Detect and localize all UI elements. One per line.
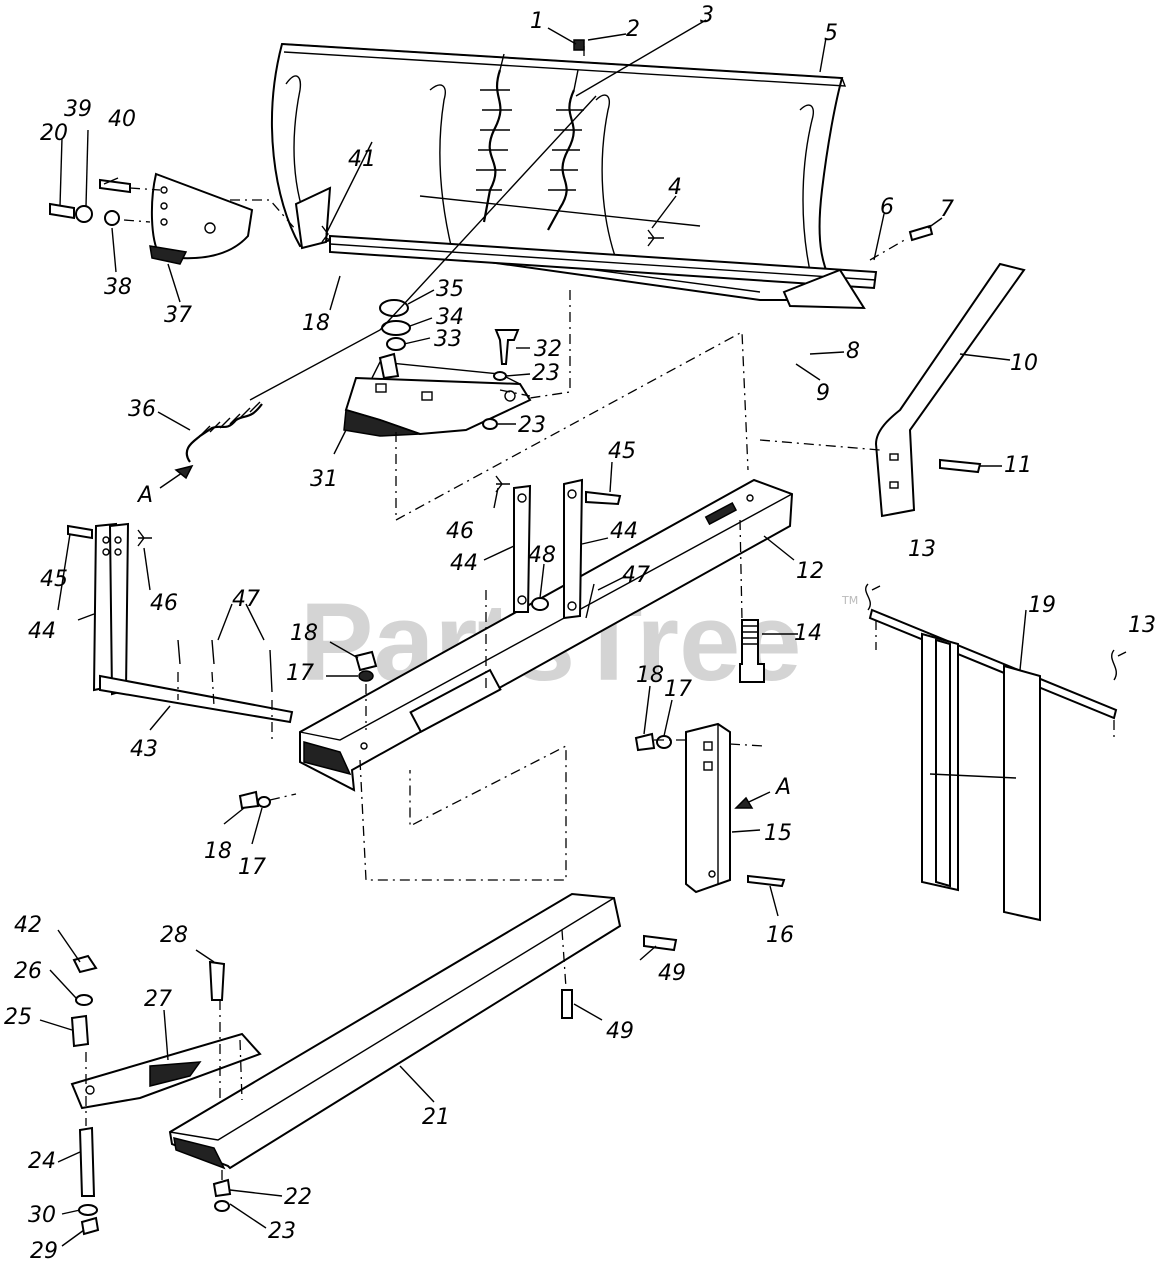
callout-37: 37 <box>164 303 192 328</box>
callout-23c: 23 <box>268 1219 296 1244</box>
callout-24: 24 <box>28 1149 56 1174</box>
callout-25: 25 <box>4 1005 32 1030</box>
callout-49b: 49 <box>606 1019 634 1044</box>
push-frame <box>299 478 794 792</box>
callout-35: 35 <box>436 277 464 302</box>
callout-14: 14 <box>794 621 822 646</box>
callout-23b: 23 <box>518 413 546 438</box>
pivot-plate <box>343 361 532 437</box>
assembly-lines <box>85 40 1115 1182</box>
callout-44b: 44 <box>610 519 638 544</box>
callout-30: 30 <box>28 1203 56 1228</box>
callout-5: 5 <box>824 21 838 46</box>
blade-shoe <box>149 172 254 265</box>
callout-44c: 44 <box>28 619 56 644</box>
callout-15: 15 <box>764 821 792 846</box>
hitch-arm <box>70 960 262 1110</box>
callout-1: 1 <box>530 9 544 34</box>
right-bracket <box>782 224 934 310</box>
callout-17c: 17 <box>238 855 266 880</box>
callout-23a: 23 <box>532 361 560 386</box>
callout-44a: 44 <box>450 551 478 576</box>
callout-39: 39 <box>64 97 92 122</box>
callout-29: 29 <box>30 1239 58 1264</box>
lower-frame <box>168 892 678 1170</box>
callout-6: 6 <box>880 195 894 220</box>
callout-48: 48 <box>528 543 556 568</box>
callout-4: 4 <box>668 175 682 200</box>
push-bar <box>874 262 1026 518</box>
blade-crossbar <box>329 234 878 290</box>
callout-18d: 18 <box>204 839 232 864</box>
callout-38: 38 <box>104 275 132 300</box>
callout-12: 12 <box>796 559 824 584</box>
callout-11: 11 <box>1004 453 1032 478</box>
callout-34: 34 <box>436 305 464 330</box>
callout-28: 28 <box>160 923 188 948</box>
hitch-pin-stack <box>70 954 232 1236</box>
callout-47a: 47 <box>622 563 650 588</box>
callout-18b: 18 <box>290 621 318 646</box>
frame-bolt <box>739 619 765 683</box>
leader-lines <box>39 19 1027 1247</box>
blade-springs <box>476 39 585 231</box>
callout-27: 27 <box>144 987 172 1012</box>
lift-rod-assembly <box>67 522 294 742</box>
callout-31: 31 <box>310 467 338 492</box>
lift-links <box>513 478 622 620</box>
mount-bracket <box>685 722 786 894</box>
callout-49a: 49 <box>658 961 686 986</box>
callout-42: 42 <box>14 913 42 938</box>
callout-46a: 46 <box>446 519 474 544</box>
callout-17b: 17 <box>664 677 692 702</box>
callout-21: 21 <box>422 1105 450 1130</box>
callout-43: 43 <box>130 737 158 762</box>
callout-2: 2 <box>626 17 640 42</box>
callout-10: 10 <box>1010 351 1038 376</box>
callout-16: 16 <box>766 923 794 948</box>
view-arrows <box>159 464 771 809</box>
frame-hardware <box>238 650 672 810</box>
rear-hitch <box>868 608 1118 922</box>
callout-40: 40 <box>108 107 136 132</box>
blade-bracket <box>294 186 332 250</box>
callout-47b: 47 <box>232 587 260 612</box>
callout-19: 19 <box>1028 593 1056 618</box>
callout-20: 20 <box>40 121 68 146</box>
shoe-hardware <box>49 178 161 226</box>
callouts: 1 2 3 4 5 6 7 8 9 10 11 12 13 13 14 15 1… <box>4 3 1156 1264</box>
callout-41: 41 <box>348 147 376 172</box>
callout-45a: 45 <box>608 439 636 464</box>
callout-13b: 13 <box>1128 613 1156 638</box>
callout-9: 9 <box>816 381 830 406</box>
callout-17a: 17 <box>286 661 314 686</box>
callout-13a: 13 <box>908 537 936 562</box>
callout-22: 22 <box>284 1185 312 1210</box>
callout-3: 3 <box>700 3 714 28</box>
callout-36: 36 <box>128 397 156 422</box>
callout-18c: 18 <box>636 663 664 688</box>
watermark-trademark: TM <box>841 594 858 607</box>
callout-Aa: A <box>136 483 153 508</box>
callout-8: 8 <box>846 339 860 364</box>
pivot-hardware <box>378 299 411 380</box>
callout-Ab: A <box>774 775 791 800</box>
callout-45b: 45 <box>40 567 68 592</box>
callout-33: 33 <box>434 327 462 352</box>
callout-26: 26 <box>14 959 42 984</box>
callout-32: 32 <box>534 337 562 362</box>
callout-7: 7 <box>940 197 954 222</box>
callout-46b: 46 <box>150 591 178 616</box>
trip-spring <box>185 401 263 463</box>
callout-18a: 18 <box>302 311 330 336</box>
